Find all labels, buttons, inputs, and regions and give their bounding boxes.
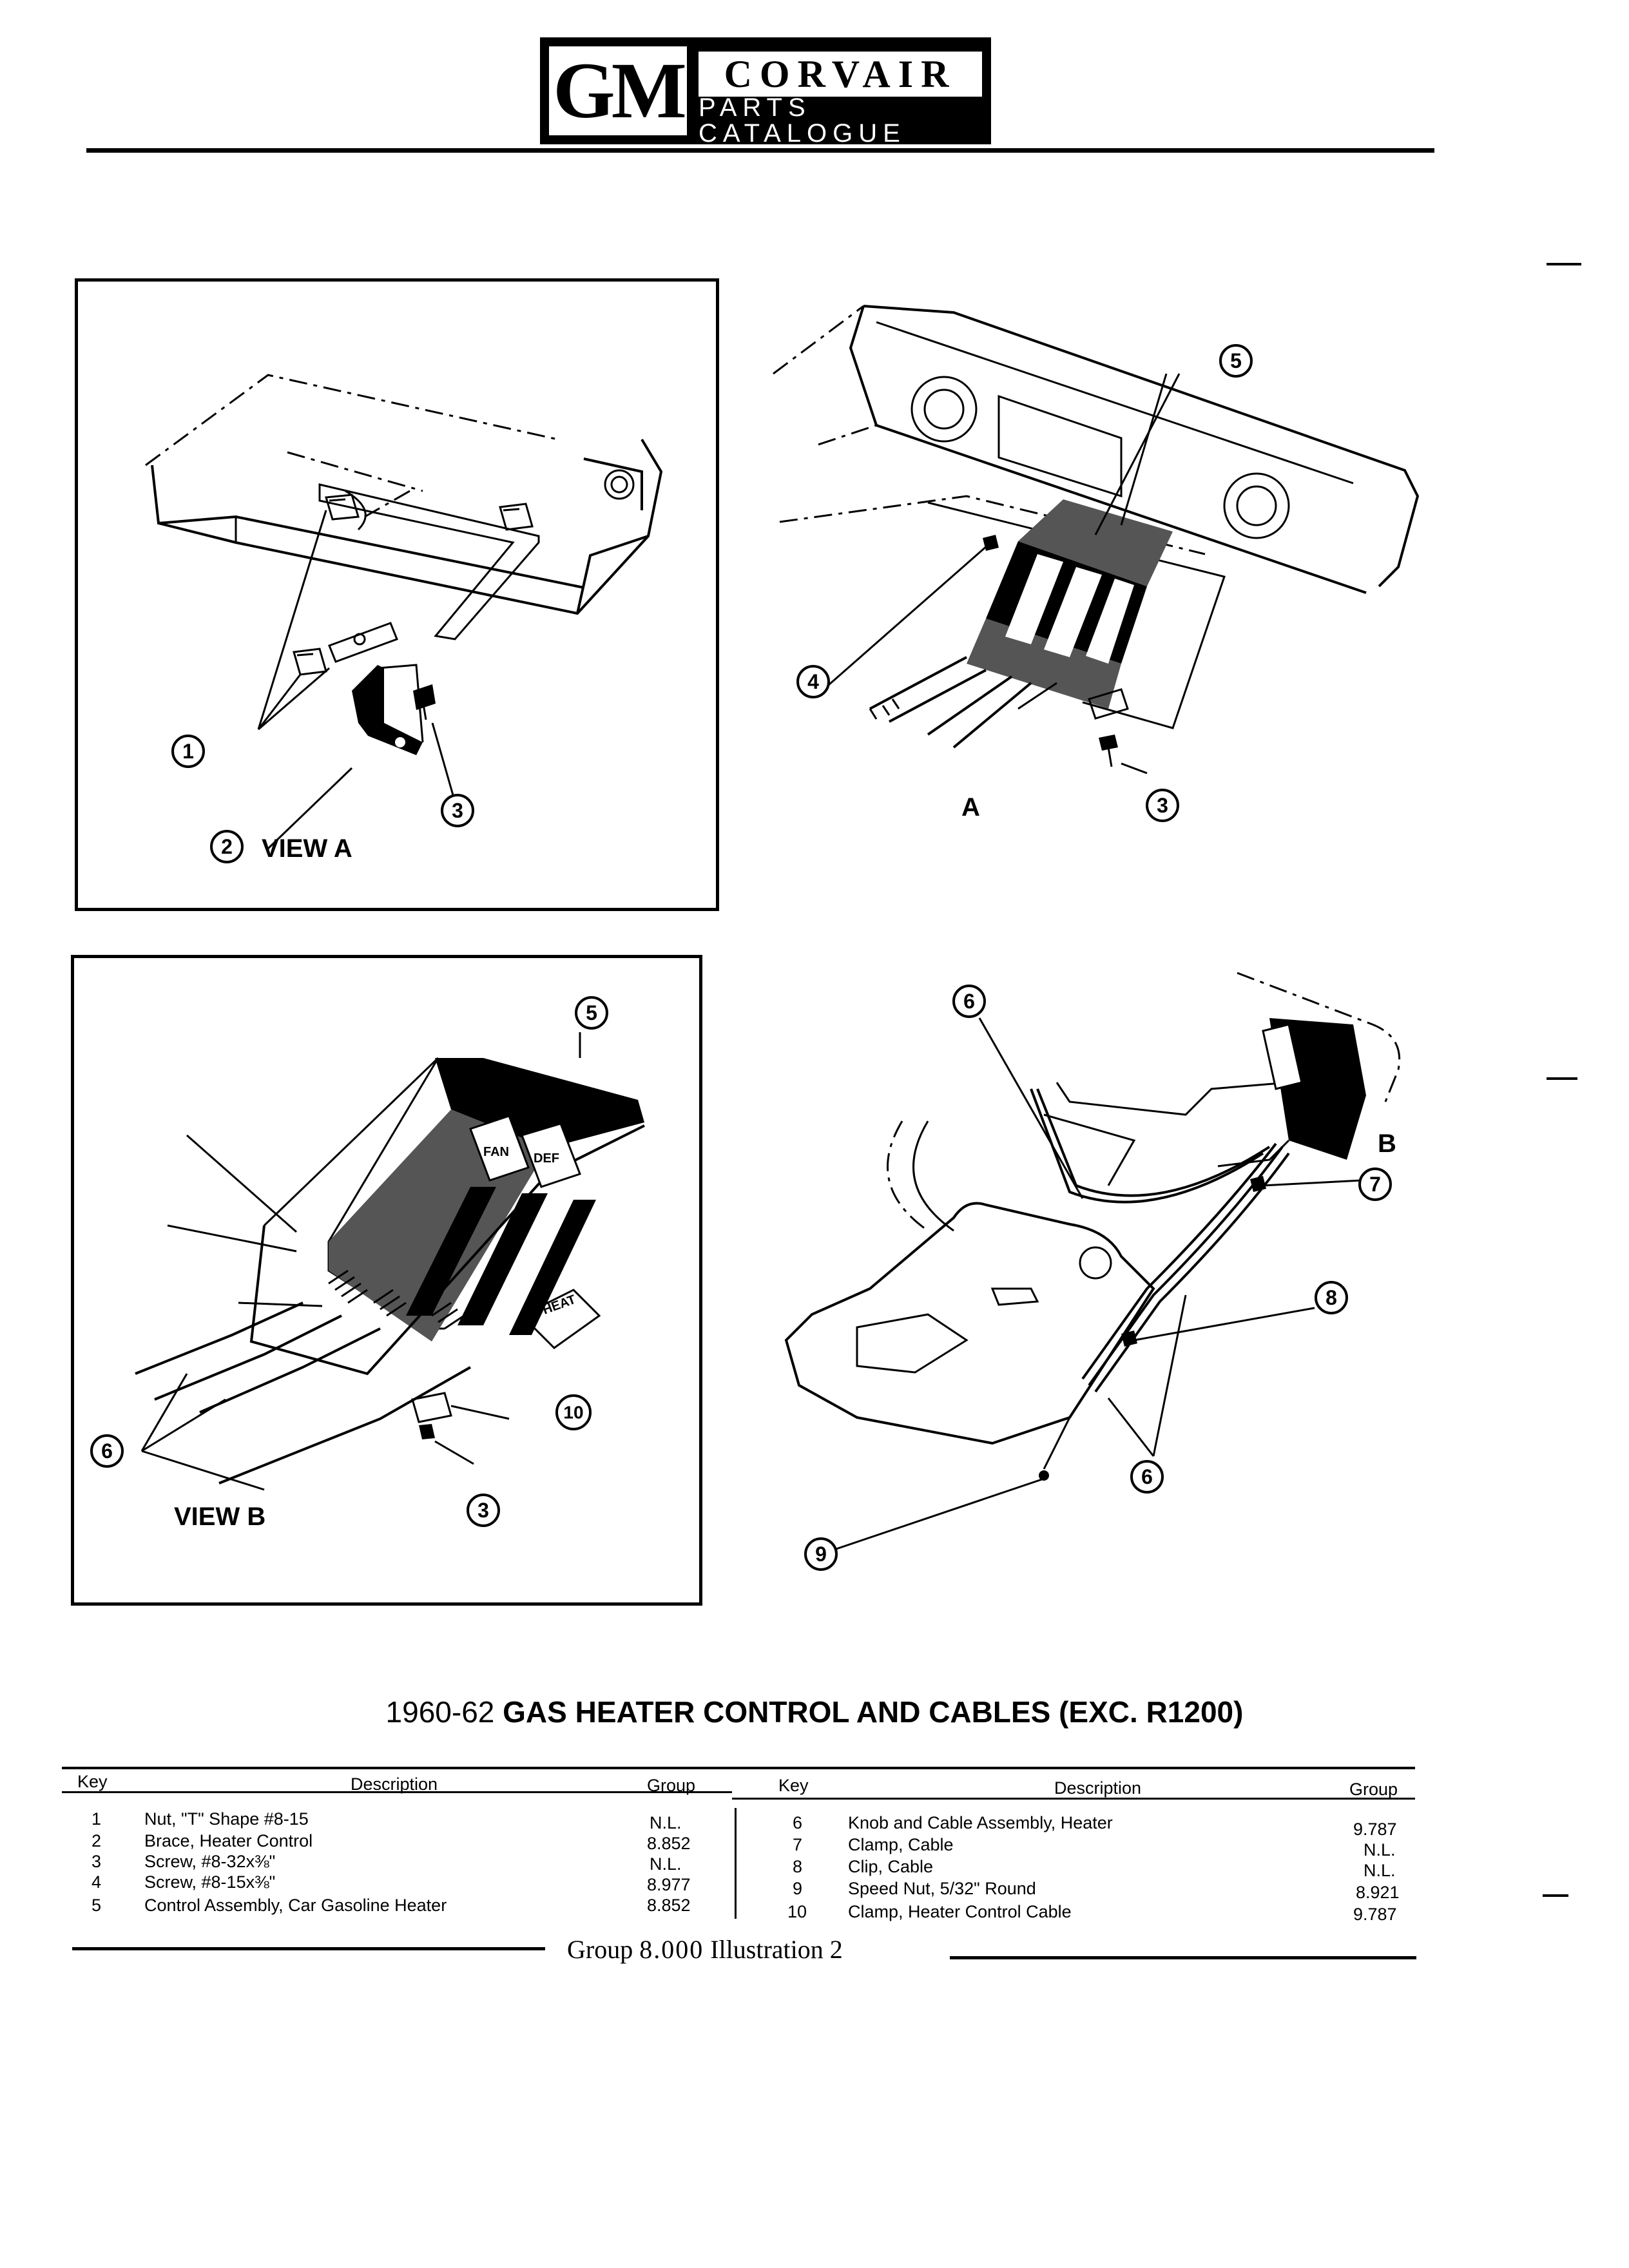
header-key-right: Key — [778, 1776, 809, 1795]
table-row-key: 7 — [793, 1835, 803, 1854]
footer-group-number: 8.000 — [639, 1935, 704, 1964]
table-header-rule-right — [732, 1798, 1415, 1800]
callout-10-view-b: 10 — [555, 1394, 592, 1430]
svg-text:5: 5 — [586, 1001, 597, 1024]
table-row-key: 4 — [92, 1872, 102, 1892]
callout-6-routing-top: 6 — [952, 985, 986, 1018]
header-group-left: Group — [647, 1776, 696, 1795]
svg-text:10: 10 — [563, 1403, 583, 1423]
table-row-key: 5 — [92, 1896, 102, 1915]
ref-a-label: A — [961, 793, 980, 822]
callout-6-routing-bottom: 6 — [1130, 1460, 1164, 1494]
header-rule — [86, 148, 1434, 153]
svg-text:6: 6 — [1141, 1465, 1153, 1488]
table-row-description: Clamp, Heater Control Cable — [848, 1902, 1072, 1921]
table-row-key: 3 — [92, 1852, 102, 1871]
callout-5-assembly: 5 — [1219, 344, 1253, 378]
fan-lever-label: FAN — [483, 1145, 509, 1159]
table-row-group: N.L. — [650, 1854, 682, 1874]
footer-rule-left — [72, 1947, 545, 1950]
title-years: 1960-62 — [385, 1695, 495, 1729]
view-a-drawing: 1 2 3 VIEW A — [145, 374, 663, 863]
callout-2-view-a: 2 — [210, 830, 244, 863]
table-row-description: Clamp, Cable — [848, 1835, 954, 1854]
title-text: GAS HEATER CONTROL AND CABLES (EXC. R120… — [503, 1695, 1244, 1729]
svg-text:7: 7 — [1369, 1173, 1381, 1196]
table-row-group: 9.787 — [1353, 1820, 1397, 1839]
footer-illustration: Illustration 2 — [710, 1935, 843, 1964]
svg-text:8: 8 — [1325, 1286, 1337, 1309]
gm-logo-mark: GM — [549, 46, 687, 135]
callout-8-routing: 8 — [1315, 1281, 1348, 1314]
page-title: 1960-62 GAS HEATER CONTROL AND CABLES (E… — [0, 1697, 1629, 1727]
svg-text:2: 2 — [221, 835, 233, 858]
view-b-label: VIEW B — [174, 1503, 265, 1531]
table-row-description: Brace, Heater Control — [144, 1831, 313, 1850]
table-header-rule-left — [62, 1791, 732, 1793]
table-row-key: 10 — [787, 1902, 807, 1921]
table-row-description: Knob and Cable Assembly, Heater — [848, 1813, 1113, 1832]
table-row-description: Control Assembly, Car Gasoline Heater — [144, 1896, 447, 1915]
svg-text:6: 6 — [963, 990, 975, 1013]
gm-corvair-logo: GM CORVAIR PARTS CATALOGUE — [540, 37, 991, 148]
header-description-left: Description — [351, 1774, 438, 1794]
table-row-key: 1 — [92, 1809, 102, 1829]
table-row-key: 9 — [793, 1879, 803, 1898]
catalogue-subtitle: PARTS CATALOGUE — [699, 93, 906, 148]
def-lever-label: DEF — [534, 1151, 559, 1166]
header-group-right: Group — [1349, 1780, 1398, 1799]
table-row-description: Speed Nut, 5/32" Round — [848, 1879, 1036, 1898]
svg-text:3: 3 — [1157, 794, 1168, 817]
table-row-group: N.L. — [1364, 1840, 1396, 1860]
view-a-label: VIEW A — [262, 834, 352, 863]
footer-caption: Group 8.000 Illustration 2 — [567, 1937, 928, 1963]
table-row-description: Screw, #8-32x⅜" — [144, 1852, 276, 1871]
view-b-drawing: FAN DEF HEAT 5 6 10 3 VIEW B — [90, 996, 645, 1531]
table-row-group: N.L. — [1364, 1861, 1396, 1880]
table-row-group: 8.921 — [1356, 1883, 1400, 1902]
callout-5-view-b: 5 — [575, 996, 608, 1030]
edge-mark — [1547, 1077, 1577, 1080]
callout-3-view-a: 3 — [441, 794, 474, 827]
callout-9-routing: 9 — [804, 1537, 838, 1571]
view-a-panel — [75, 278, 719, 911]
table-row-description: Screw, #8-15x⅜" — [144, 1872, 276, 1892]
callout-1-view-a: 1 — [171, 735, 205, 768]
callout-3-view-b: 3 — [467, 1494, 500, 1527]
table-row-group: 8.852 — [647, 1834, 691, 1853]
table-row-description: Clip, Cable — [848, 1857, 934, 1876]
table-row-key: 8 — [793, 1857, 803, 1876]
svg-text:5: 5 — [1230, 349, 1242, 372]
callout-6-view-b: 6 — [90, 1434, 124, 1468]
cable-routing-drawing: 6 7 8 6 9 B — [784, 972, 1401, 1571]
header-key-left: Key — [77, 1772, 108, 1791]
footer-group-label: Group — [567, 1935, 633, 1964]
table-row-group: 8.977 — [647, 1875, 691, 1894]
ref-b-label: B — [1378, 1129, 1396, 1158]
svg-text:9: 9 — [815, 1542, 827, 1566]
heater-control-assembly-drawing: 5 4 3 A — [773, 305, 1420, 822]
footer-rule-right — [950, 1956, 1416, 1959]
svg-text:4: 4 — [807, 670, 819, 693]
brand-name: CORVAIR — [699, 52, 982, 97]
table-row-group: 9.787 — [1353, 1905, 1397, 1924]
edge-mark — [1547, 263, 1581, 265]
svg-text:3: 3 — [452, 799, 463, 822]
table-row-key: 2 — [92, 1831, 102, 1850]
table-column-divider — [735, 1808, 737, 1919]
callout-3-assembly: 3 — [1146, 789, 1179, 822]
header-description-right: Description — [1054, 1778, 1142, 1798]
svg-text:1: 1 — [182, 740, 194, 763]
callout-7-routing: 7 — [1358, 1168, 1392, 1201]
table-row-group: N.L. — [650, 1813, 682, 1832]
svg-text:6: 6 — [101, 1439, 113, 1463]
table-row-description: Nut, "T" Shape #8-15 — [144, 1809, 309, 1829]
svg-text:3: 3 — [477, 1499, 489, 1522]
table-row-group: 8.852 — [647, 1896, 691, 1915]
table-row-key: 6 — [793, 1813, 803, 1832]
edge-mark — [1543, 1894, 1568, 1897]
table-top-rule — [62, 1767, 1415, 1769]
callout-4-assembly: 4 — [796, 665, 830, 698]
